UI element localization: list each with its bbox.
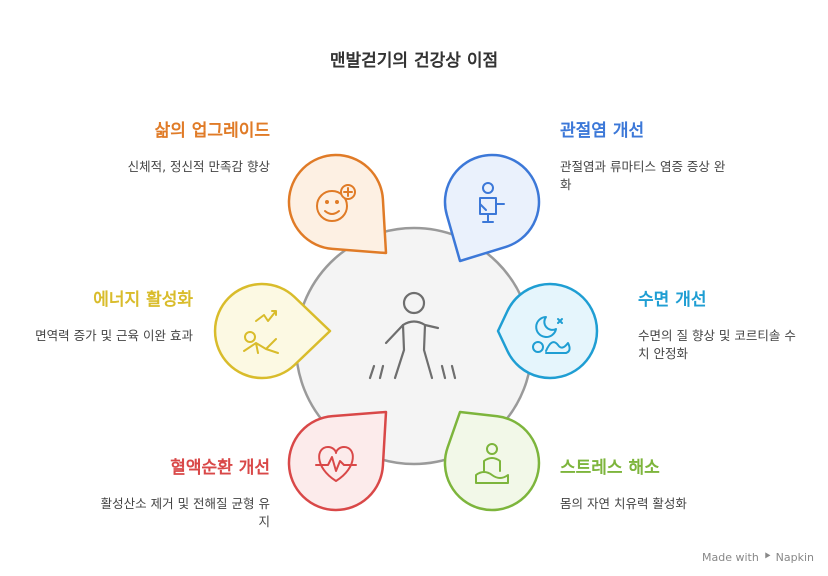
page-title: 맨발걷기의 건강상 이점 bbox=[329, 51, 499, 71]
benefit-blood-heading: 혈액순환 개선 bbox=[170, 458, 270, 478]
pin-life bbox=[287, 153, 388, 255]
benefit-energy-heading: 에너지 활성화 bbox=[93, 290, 193, 310]
pin-shape-sleep bbox=[496, 282, 599, 380]
footer-brand: Napkin bbox=[775, 550, 814, 564]
footer: Made with ⯈ Napkin bbox=[702, 550, 814, 564]
benefit-life-heading: 삶의 업그레이드 bbox=[154, 121, 270, 141]
pin-shape-stress bbox=[443, 410, 541, 512]
benefit-joint-heading: 관절염 개선 bbox=[560, 121, 645, 141]
pin-shape-energy bbox=[213, 282, 332, 380]
benefit-blood-desc: 활성산소 제거 및 전해질 균형 유지 bbox=[100, 496, 270, 529]
pin-shape-blood bbox=[287, 410, 388, 512]
pin-stress bbox=[443, 410, 541, 512]
meditation-icon bbox=[475, 443, 509, 484]
benefit-stress-heading: 스트레스 해소 bbox=[560, 458, 660, 478]
benefit-sleep-desc: 수면의 질 향상 및 코르티솔 수치 안정화 bbox=[638, 328, 796, 361]
pin-shape-joint bbox=[443, 153, 541, 263]
benefit-energy-desc: 면역력 증가 및 근육 이완 효과 bbox=[35, 328, 193, 343]
person-joint-icon bbox=[479, 182, 505, 223]
heart-pulse-icon bbox=[315, 446, 357, 482]
footer-text: Made with bbox=[702, 550, 759, 564]
benefit-sleep-heading: 수면 개선 bbox=[638, 290, 707, 310]
benefit-stress: 스트레스 해소 몸의 자연 치유력 활성화 bbox=[560, 457, 740, 513]
napkin-logo-icon: ⯈ bbox=[762, 550, 772, 563]
pin-blood bbox=[287, 410, 388, 512]
benefit-joint-desc: 관절염과 류마티스 염증 증상 완화 bbox=[560, 159, 726, 192]
benefit-life-desc: 신체적, 정신적 만족감 향상 bbox=[127, 159, 270, 174]
pin-sleep bbox=[496, 282, 599, 380]
benefit-sleep: 수면 개선 수면의 질 향상 및 코르티솔 수치 안정화 bbox=[638, 289, 803, 363]
walking-person-icon bbox=[368, 291, 457, 380]
pin-energy bbox=[213, 282, 332, 380]
benefit-blood: 혈액순환 개선 활성산소 제거 및 전해질 균형 유지 bbox=[100, 457, 270, 531]
pin-joint bbox=[443, 153, 541, 263]
moon-sleep-icon bbox=[532, 316, 571, 354]
benefit-joint: 관절염 개선 관절염과 류마티스 염증 증상 완화 bbox=[560, 120, 730, 194]
benefit-energy: 에너지 활성화 면역력 증가 및 근육 이완 효과 bbox=[28, 289, 193, 345]
smile-plus-icon bbox=[316, 184, 356, 222]
benefit-life: 삶의 업그레이드 신체적, 정신적 만족감 향상 bbox=[90, 120, 270, 176]
pin-shape-life bbox=[287, 153, 388, 255]
benefit-stress-desc: 몸의 자연 치유력 활성화 bbox=[560, 496, 687, 511]
energy-run-icon bbox=[243, 310, 279, 354]
